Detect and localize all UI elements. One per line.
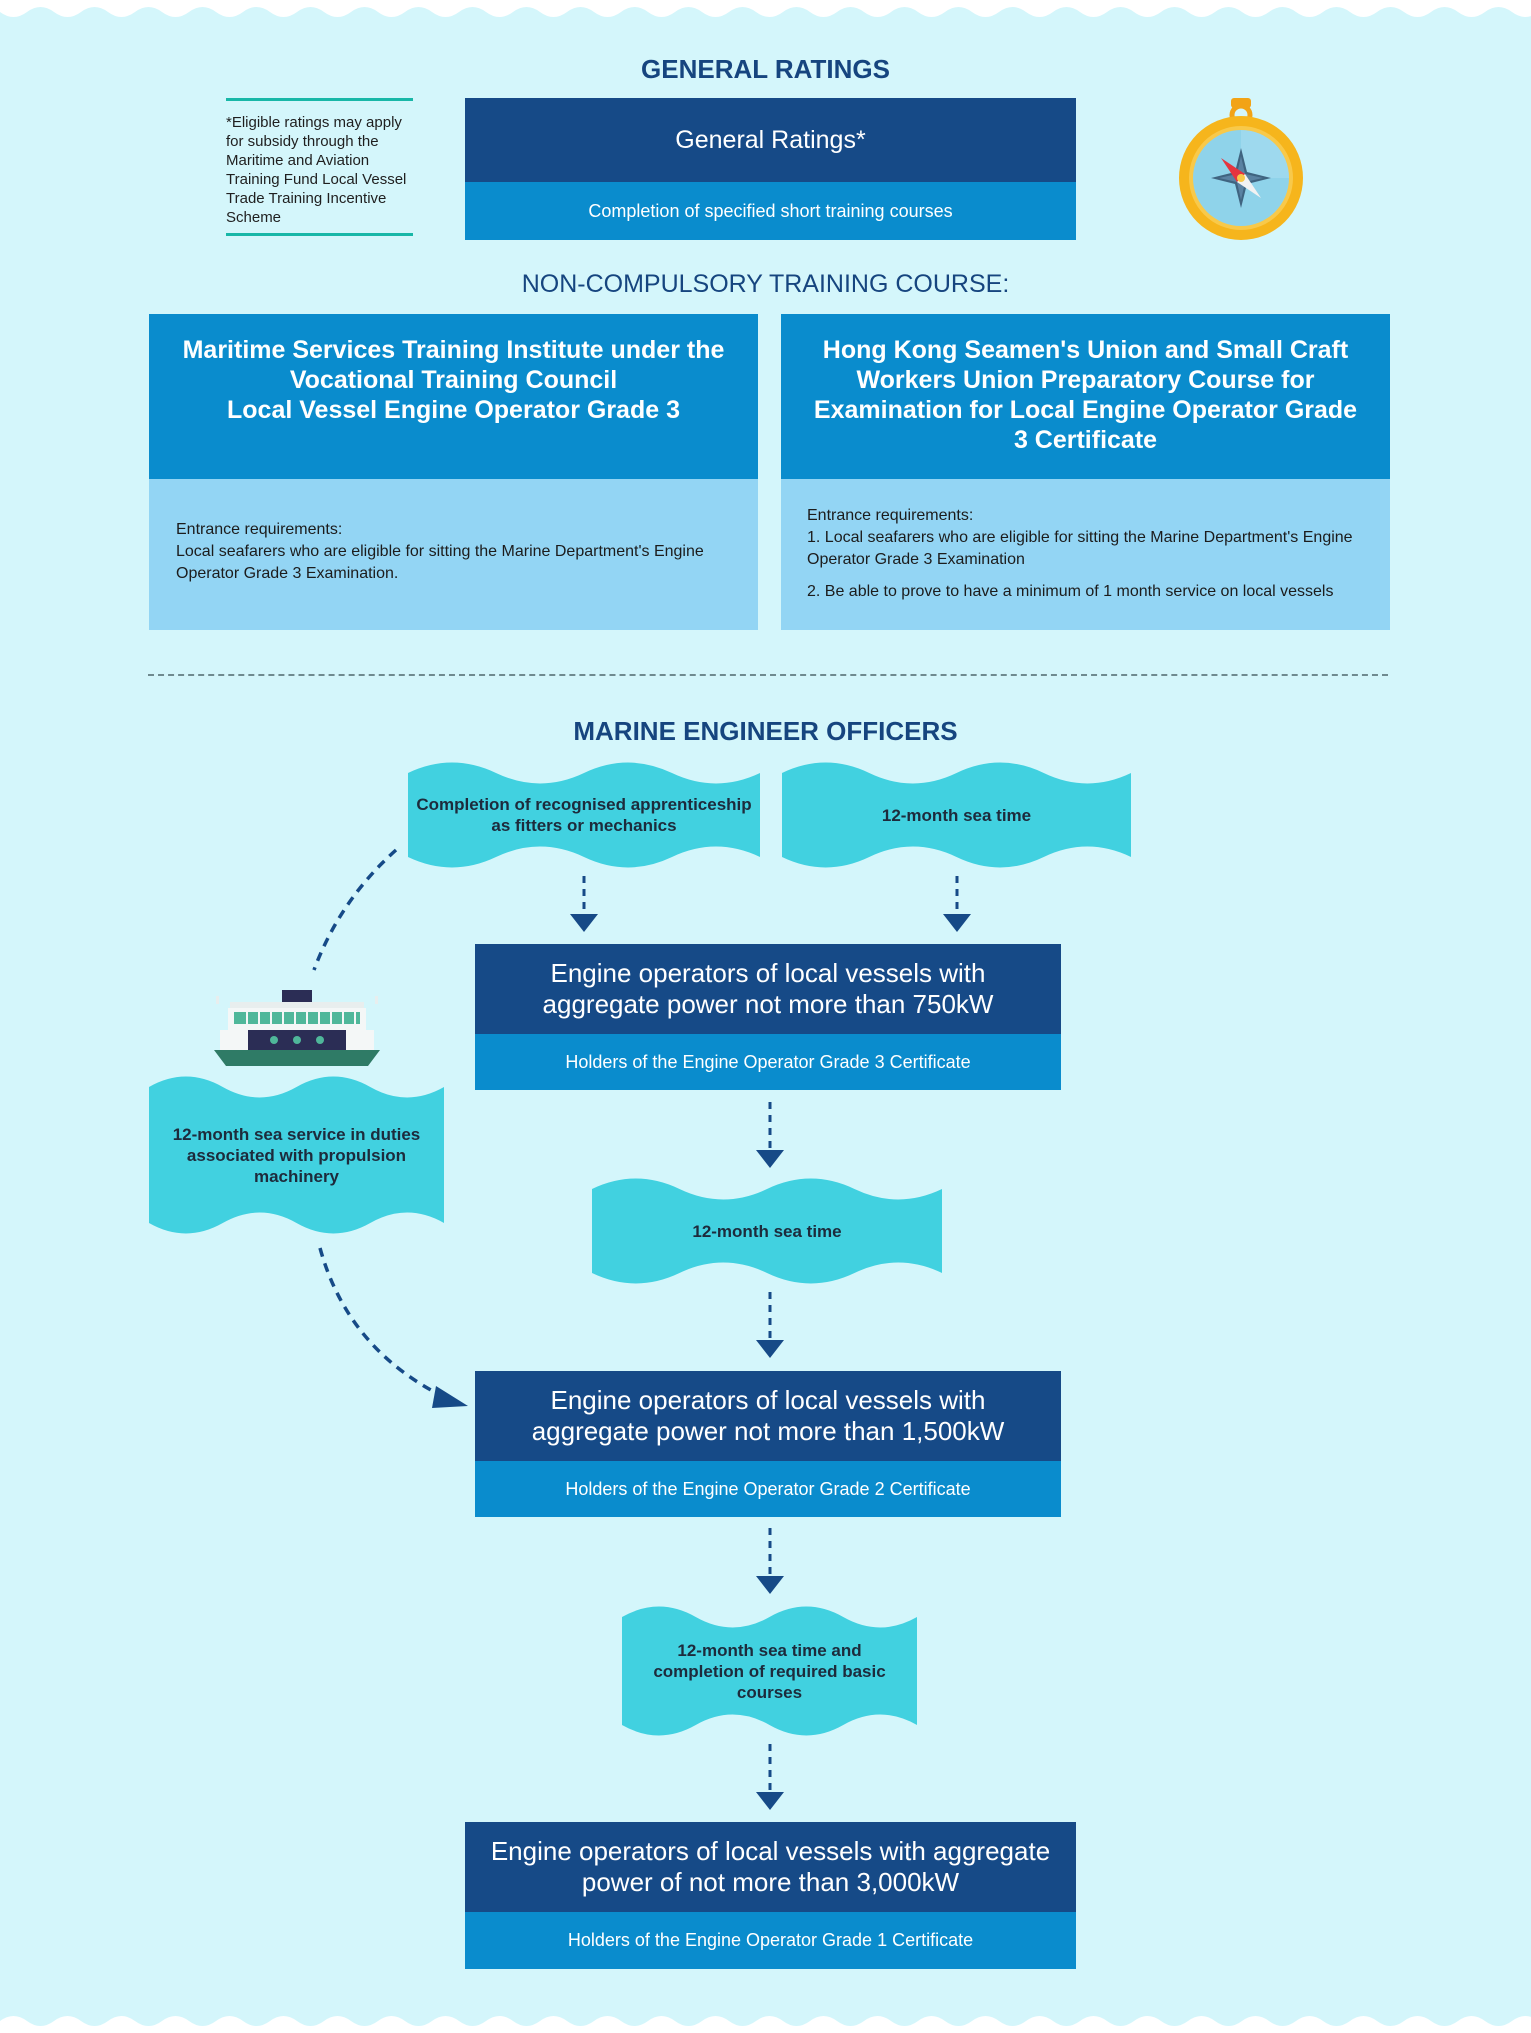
level-1500kw-certificate: Holders of the Engine Operator Grade 2 C… (565, 1478, 971, 1499)
dashed-curve-top (312, 848, 398, 971)
wave-apprenticeship-text: Completion of recognised apprenticeship … (416, 795, 752, 835)
wave-sea-time-basic-text: 12-month sea time and completion of requ… (653, 1640, 886, 1702)
level-3000kw-certificate: Holders of the Engine Operator Grade 1 C… (567, 1930, 974, 1950)
course-2-requirements: Entrance requirements: 1. Local seafarer… (781, 479, 1390, 630)
dashed-curve-to-level2 (318, 1247, 468, 1408)
wave-sea-time-mid: 12-month sea time (592, 1178, 942, 1284)
level-1500kw-box: Engine operators of local vessels with a… (475, 1371, 1061, 1461)
arrow-down-apprenticeship (570, 876, 598, 932)
marine-engineer-heading: MARINE ENGINEER OFFICERS (573, 716, 958, 746)
course-2-req-item-1: 1. Local seafarers who are eligible for … (807, 529, 1353, 568)
level-750kw-cert-box: Holders of the Engine Operator Grade 3 C… (475, 1034, 1061, 1090)
wave-shape (592, 1178, 942, 1284)
wave-sea-time-top: 12-month sea time (782, 762, 1131, 868)
level-3000kw-cert-box: Holders of the Engine Operator Grade 1 C… (465, 1912, 1076, 1969)
wave-sea-time-top-text: 12-month sea time (881, 805, 1032, 825)
wave-shape (782, 762, 1131, 868)
wave-shape (149, 1076, 444, 1234)
level-750kw-title: Engine operators of local vessels with a… (542, 958, 994, 1019)
course-1-req-item-1: Local seafarers who are eligible for sit… (176, 543, 704, 582)
arrow-down-basic (756, 1744, 784, 1810)
level-750kw-certificate: Holders of the Engine Operator Grade 3 C… (565, 1051, 971, 1072)
arrow-down-level2 (756, 1528, 784, 1594)
course-2-req-item-2: 2. Be able to prove to have a minimum of… (807, 583, 1334, 600)
wave-shape (408, 762, 760, 868)
section-divider (148, 674, 1388, 676)
course-1-title-line-1: Maritime Services Training Institute und… (182, 336, 725, 364)
course-2-title-text: Hong Kong Seamen's Union and Small Craft… (813, 336, 1358, 454)
general-ratings-heading: GENERAL RATINGS (641, 54, 890, 84)
level-3000kw-box: Engine operators of local vessels with a… (465, 1822, 1076, 1912)
top-wave-border (0, 0, 1531, 17)
general-ratings-box-title: General Ratings* (675, 125, 866, 154)
course-1-title-line-2: Vocational Training Council (289, 366, 618, 394)
course-1-requirements: Entrance requirements: Local seafarers w… (149, 479, 758, 630)
arrow-down-sea-time-top (943, 876, 971, 932)
level-1500kw-title: Engine operators of local vessels with a… (531, 1385, 1005, 1446)
wave-sea-time-basic: 12-month sea time and completion of requ… (622, 1606, 917, 1736)
course-1-title-line-3: Local Vessel Engine Operator Grade 3 (227, 396, 680, 424)
general-ratings-subtitle-box: Completion of specified short training c… (465, 182, 1076, 240)
wave-shape (622, 1606, 917, 1736)
arrow-down-sea-time-mid (756, 1292, 784, 1358)
eligibility-note: *Eligible ratings may apply for subsidy … (226, 98, 413, 236)
level-750kw-box: Engine operators of local vessels with a… (475, 944, 1061, 1034)
wave-sea-service-text: 12-month sea service in duties associate… (172, 1124, 421, 1186)
general-ratings-box: General Ratings* (465, 98, 1076, 182)
compass-icon (1179, 98, 1303, 240)
wave-sea-time-mid-text: 12-month sea time (692, 1221, 842, 1241)
wave-sea-service: 12-month sea service in duties associate… (149, 1076, 444, 1234)
course-2-req-label: Entrance requirements: (807, 507, 974, 524)
bottom-wave-border (0, 2016, 1531, 2033)
course-1-title: Maritime Services Training Institute und… (149, 314, 758, 479)
course-2-title: Hong Kong Seamen's Union and Small Craft… (781, 314, 1390, 479)
non-compulsory-heading: NON-COMPULSORY TRAINING COURSE: (521, 270, 1010, 298)
general-ratings-subtitle: Completion of specified short training c… (588, 200, 953, 221)
course-1-req-label: Entrance requirements: (176, 521, 343, 538)
ferry-icon (214, 990, 380, 1066)
wave-apprenticeship: Completion of recognised apprenticeship … (408, 762, 760, 868)
level-1500kw-cert-box: Holders of the Engine Operator Grade 2 C… (475, 1461, 1061, 1517)
level-3000kw-title: Engine operators of local vessels with a… (490, 1836, 1051, 1897)
arrow-down-level1 (756, 1102, 784, 1168)
